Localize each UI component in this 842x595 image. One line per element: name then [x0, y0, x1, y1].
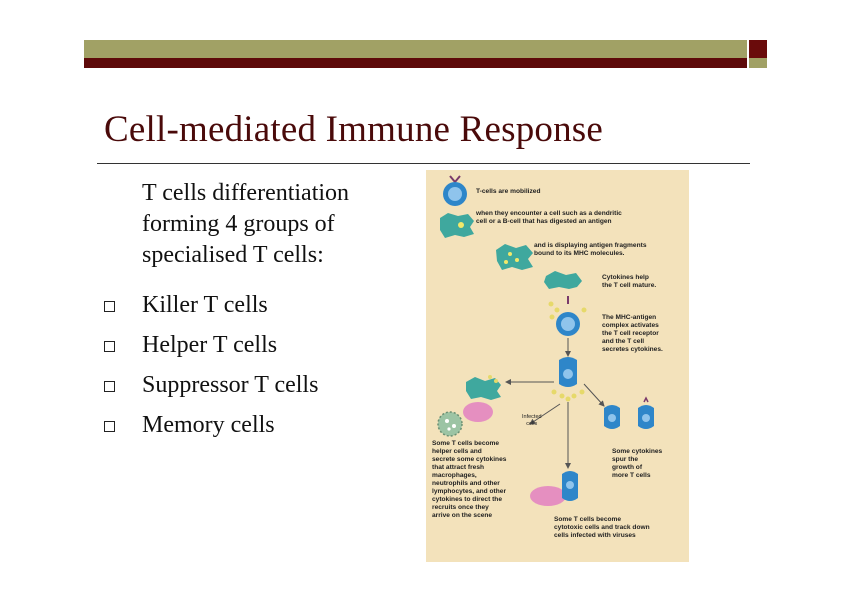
- slide-title: Cell-mediated Immune Response: [104, 109, 604, 150]
- bullet-list: Killer T cells Helper T cells Suppressor…: [104, 285, 318, 445]
- caption-fragments: and is displaying antigen fragments boun…: [534, 242, 647, 257]
- square-bullet-icon: [104, 340, 115, 352]
- bullet-label: Suppressor T cells: [142, 371, 319, 398]
- header-band-olive: [84, 40, 747, 58]
- tcell-icon: [443, 175, 467, 206]
- bullet-item: Killer T cells: [104, 285, 318, 325]
- caption-mhc: The MHC-antigen complex activates the T …: [602, 314, 663, 353]
- immune-response-diagram: T-cells are mobilized when they encounte…: [426, 170, 689, 562]
- caption-infected: Infected cells: [522, 414, 542, 427]
- caption-helper: Some T cells become helper cells and sec…: [432, 440, 507, 519]
- intro-text: T cells differentiation forming 4 groups…: [142, 180, 350, 268]
- bullet-item: Memory cells: [104, 405, 318, 445]
- caption-cytotoxic: Some T cells become cytotoxic cells and …: [554, 516, 650, 539]
- tcell-icon: [638, 405, 654, 429]
- header-corner-top: [749, 40, 767, 58]
- caption-cytokines-help: Cytokines help the T cell mature.: [602, 274, 657, 289]
- caption-encounter: when they encounter a cell such as a den…: [476, 210, 622, 225]
- antigen-icon: [458, 222, 464, 228]
- bullet-item: Helper T cells: [104, 325, 318, 365]
- bullet-item: Suppressor T cells: [104, 365, 318, 405]
- title-divider: [97, 163, 750, 164]
- tcell-icon: [556, 312, 580, 336]
- dendritic-cell-icon: [496, 244, 533, 270]
- bullet-label: Memory cells: [142, 411, 275, 438]
- activated-tcell-icon: [559, 357, 577, 387]
- caption-mobilized: T-cells are mobilized: [476, 188, 541, 195]
- infected-cell-icon: [463, 402, 493, 422]
- square-bullet-icon: [104, 300, 115, 312]
- square-bullet-icon: [104, 420, 115, 432]
- dendritic-cell-icon: [466, 377, 501, 400]
- diagram-illustration: [437, 175, 654, 506]
- dendritic-cell-icon: [544, 271, 582, 289]
- bullet-label: Killer T cells: [142, 291, 268, 318]
- header-band-maroon: [84, 58, 747, 68]
- virus-particle-icon: [437, 411, 463, 437]
- header-corner-bottom: [749, 58, 767, 68]
- tcell-icon: [604, 405, 620, 429]
- bullet-label: Helper T cells: [142, 331, 278, 358]
- square-bullet-icon: [104, 380, 115, 392]
- infected-cell-icon: [530, 486, 566, 506]
- cytotoxic-tcell-icon: [562, 471, 578, 501]
- caption-spur: Some cytokines spur the growth of more T…: [612, 448, 663, 479]
- dendritic-cell-icon: [440, 213, 474, 238]
